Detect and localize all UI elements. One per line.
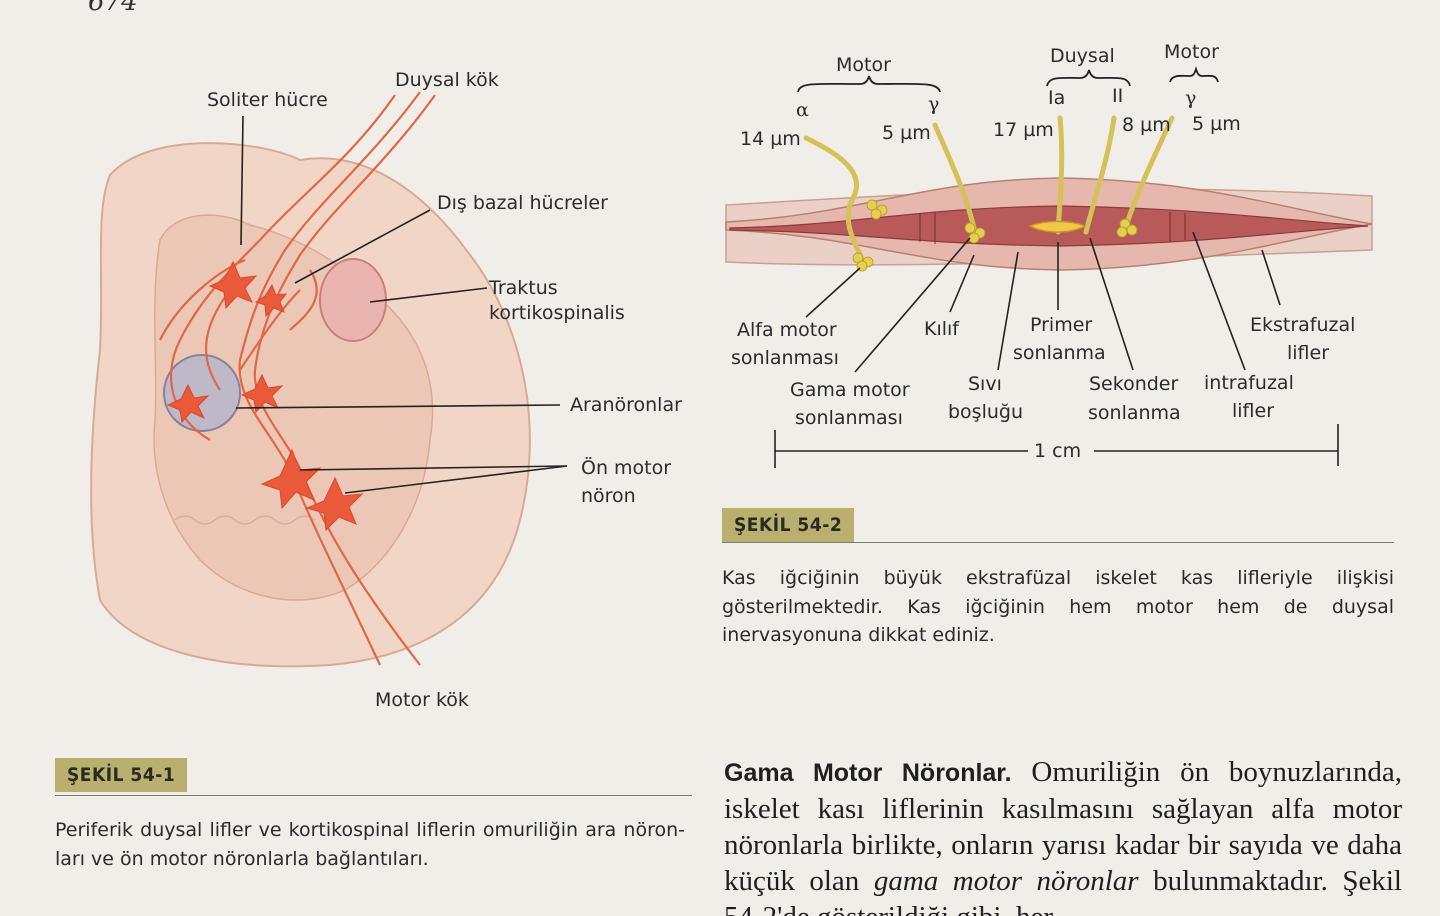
label-sivi: Sıvı <box>968 373 1002 395</box>
body-text-1: Omuriliğin ön boynuzlarında, iskelet kas… <box>724 756 1402 897</box>
label-ekstrafuzal: Ekstrafuzal <box>1250 314 1356 336</box>
body-text-italic: gama motor nöronlar <box>873 865 1139 897</box>
label-gama-motor: Gama motor <box>790 379 910 401</box>
label-duysal: Duysal <box>1050 45 1115 67</box>
label-motor-kok: Motor kök <box>375 689 469 711</box>
label-ia: Ia <box>1048 87 1066 109</box>
label-on-motor: Ön motor <box>581 457 672 479</box>
primary-ending <box>1028 220 1087 233</box>
spinal-cord-illustration <box>90 91 568 668</box>
label-gamma: γ <box>928 93 940 115</box>
figure-54-2-tag: ŞEKİL 54-2 <box>722 508 855 542</box>
label-noron: nöron <box>581 485 636 507</box>
label-intrafuzal-lifler: lifler <box>1232 400 1275 422</box>
body-heading: Gama Motor Nöronlar. <box>724 759 1012 787</box>
label-scale-1cm: 1 cm <box>1034 440 1082 462</box>
figure-54-1-rule <box>55 795 692 796</box>
figure-54-1-caption: Periferik duysal lifler ve kortikospinal… <box>55 819 685 870</box>
label-kortikospinalis: kortikospinalis <box>489 302 625 324</box>
figure-54-2-rule <box>722 542 1394 543</box>
label-sekonder-sonlanma: sonlanma <box>1088 402 1181 424</box>
label-intrafuzal: intrafuzal <box>1204 372 1294 394</box>
muscle-spindle-illustration <box>725 66 1373 468</box>
label-primer-sonlanma: sonlanma <box>1013 342 1106 364</box>
label-5um-a: 5 µm <box>882 122 931 144</box>
label-alfa-motor: Alfa motor <box>737 319 837 341</box>
figure-54-2-caption: Kas iğciğinin büyük ekstrafüzal iskelet … <box>722 567 1394 646</box>
label-gamma-2: γ <box>1185 87 1197 109</box>
label-14um: 14 µm <box>740 128 801 150</box>
label-sekonder: Sekonder <box>1089 373 1179 395</box>
label-traktus: Traktus <box>489 277 558 299</box>
interneuron-area <box>163 354 241 432</box>
label-gama-sonlanmasi: sonlanması <box>795 407 903 429</box>
label-dis-bazal: Dış bazal hücreler <box>437 192 608 214</box>
label-ekstrafuzal-lifler: lifler <box>1287 342 1330 364</box>
figure-54-1-tag: ŞEKİL 54-1 <box>55 758 188 792</box>
label-ii: II <box>1112 85 1124 107</box>
label-8um: 8 µm <box>1122 114 1171 136</box>
motor-neuron-2 <box>305 476 364 532</box>
label-motor: Motor <box>836 54 891 76</box>
label-alpha: α <box>796 99 809 121</box>
label-alfa-sonlanmasi: sonlanması <box>731 347 839 369</box>
label-duysal-kok: Duysal kök <box>395 69 499 91</box>
solitary-cell <box>208 260 258 310</box>
page-number: 674 <box>88 0 138 17</box>
label-primer: Primer <box>1030 314 1093 336</box>
motor-neuron-1 <box>260 448 322 510</box>
label-boslugu: boşluğu <box>948 401 1024 423</box>
label-soliter-hucre: Soliter hücre <box>207 89 328 111</box>
label-motor-gamma: Motor <box>1164 41 1219 63</box>
corticospinal-tract <box>319 258 387 342</box>
label-aranoronlar: Aranöronlar <box>570 394 682 416</box>
body-text-2: bulunmaktadır. Şekil 54-2'de gösterildiğ… <box>724 865 1402 916</box>
body-paragraph: Gama Motor Nöronlar. Omuriliğin ön boynu… <box>724 754 1402 916</box>
label-kilif: Kılıf <box>924 318 959 340</box>
label-5um-b: 5 µm <box>1192 113 1241 135</box>
label-17um: 17 µm <box>993 119 1054 141</box>
